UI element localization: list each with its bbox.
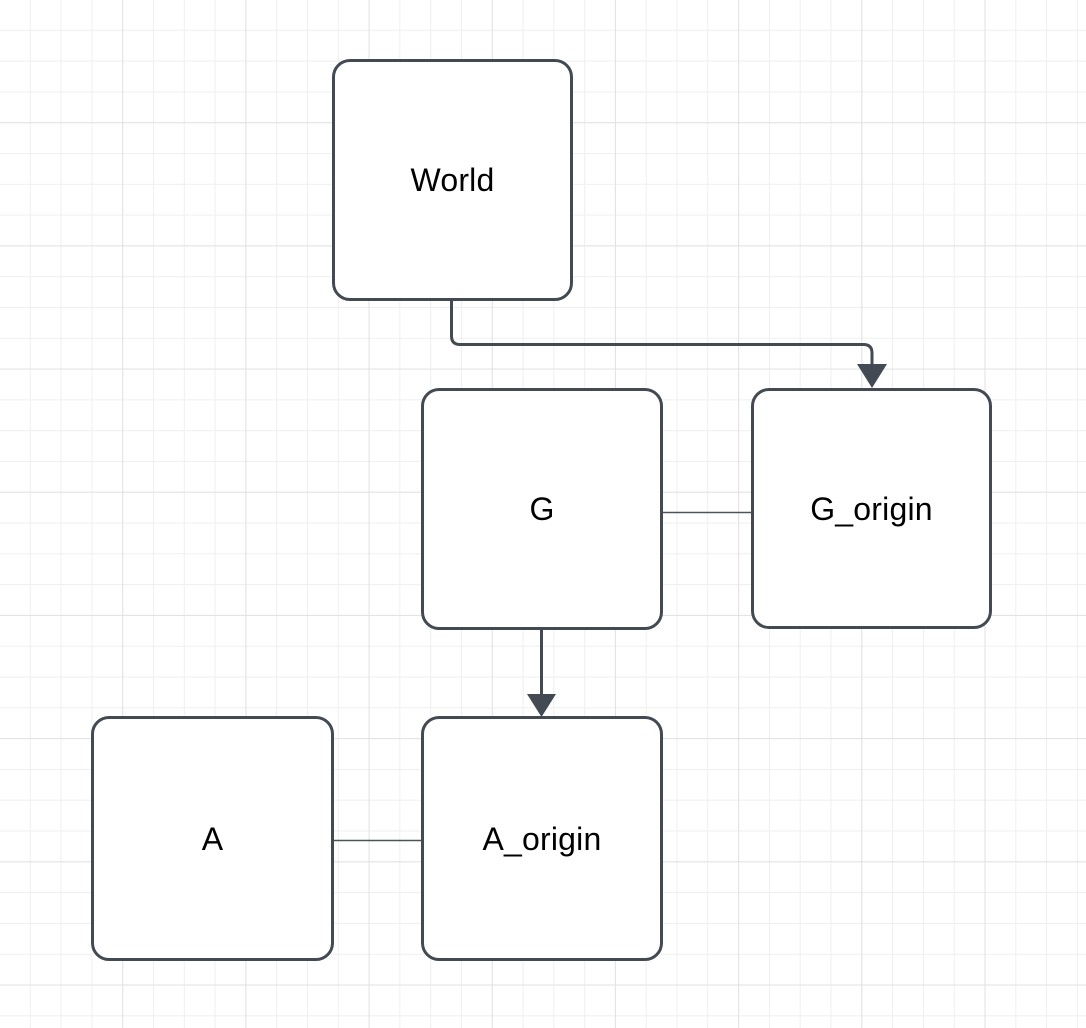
edge-g-to-a-origin-arrowhead <box>527 694 556 717</box>
node-g-origin-label: G_origin <box>810 490 933 527</box>
edge-g-to-a-origin[interactable] <box>527 630 556 717</box>
node-world[interactable]: World <box>332 59 573 301</box>
node-a-origin-label: A_origin <box>482 820 602 857</box>
node-world-label: World <box>410 162 495 198</box>
node-a-label: A <box>201 820 224 857</box>
node-a-origin[interactable]: A_origin <box>421 716 663 961</box>
node-g-origin[interactable]: G_origin <box>751 388 992 629</box>
node-g[interactable]: G <box>421 388 663 630</box>
edge-world-to-g-origin[interactable] <box>450 300 888 388</box>
node-g-label: G <box>529 491 555 527</box>
edge-world-to-g-origin-arrowhead <box>857 364 887 388</box>
edge-world-to-g-origin-path <box>450 300 874 366</box>
node-a[interactable]: A <box>91 716 334 961</box>
